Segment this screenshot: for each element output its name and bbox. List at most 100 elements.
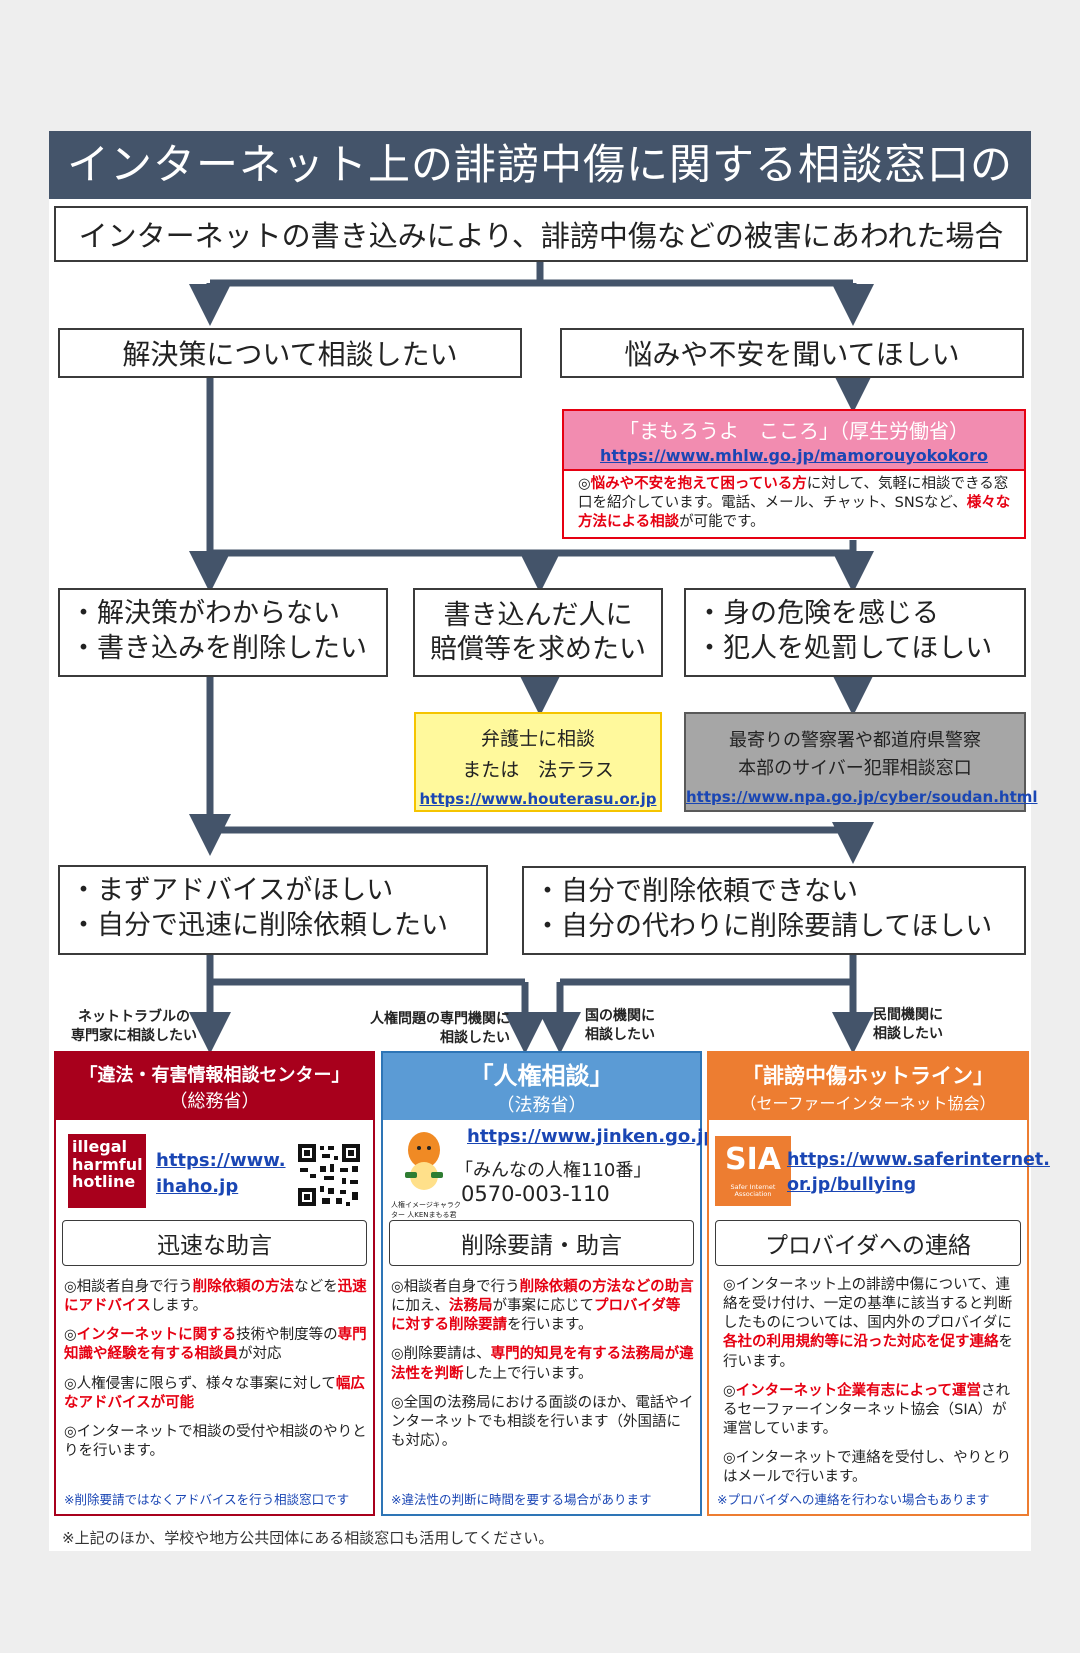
col2-name: 「人権相談」 [469,1062,614,1090]
col1-link[interactable]: https://www. ihaho.jp [156,1148,286,1200]
col2-item-1-highlight-c: プロバイダ等に対する削除要請 [391,1298,681,1334]
ihaho-logo: illegal harmful hotline [68,1134,146,1208]
col3-item-2: ◎インターネット企業有志によって運営されるセーファーインターネット協会（SIA）… [723,1382,1021,1439]
ihaho-logo-line-3: hotline [72,1172,136,1192]
col1-item-2: ◎インターネットに関する技術や制度等の専門知識や経験を有する相談員が対応 [64,1326,367,1364]
col3-link-line-1: https://www.saferinternet. [787,1150,1050,1170]
col3-note: ※プロバイダへの連絡を行わない場合もあります [717,1492,990,1507]
col1-header: 「違法・有害情報相談センター」 （総務省） [56,1053,373,1120]
label-national: 国の機関に 相談したい [585,1007,705,1045]
col3-header: 「誹謗中傷ホットライン」 （セーファーインターネット協会） [709,1053,1027,1120]
label-human-rights-line-2: 相談したい [440,1029,510,1046]
col2-item-1-highlight-b: 法務局 [449,1298,493,1315]
lawyer-card: 弁護士に相談 または 法テラス https://www.houterasu.or… [414,712,662,812]
label-net-trouble: ネットトラブルの 専門家に相談したい [54,1008,214,1046]
mhlw-card: 「まもろうよ こころ」（厚生労働省） https://www.mhlw.go.j… [562,409,1026,539]
col1-item-1: ◎相談者自身で行う削除依頼の方法などを迅速にアドバイスします。 [64,1278,367,1316]
col2-item-1-text-c: が事案に応じて [492,1298,595,1315]
col3-link-line-2: or.jp/bullying [787,1174,917,1195]
label-private: 民間機関に 相談したい [873,1006,993,1044]
col2-item-3: ◎全国の法務局における面談のほか、電話やインターネットでも相談を行います（外国語… [391,1394,694,1451]
label-private-line-2: 相談したい [873,1025,943,1042]
mhlw-desc-mark: ◎ [578,476,591,492]
col1-item-4: ◎インターネットで相談の受付や相談のやりとりを行います。 [64,1423,367,1461]
col1-note: ※削除要請ではなくアドバイスを行う相談窓口です [64,1492,350,1507]
mid-center-line-2: 賠償等を求めたい [430,633,646,665]
mhlw-desc-highlight-2: 様々な方法による相談 [578,495,1011,531]
col1-item-2-highlight-b: 専門知識や経験を有する相談員 [64,1327,367,1363]
intro-box: インターネットの書き込みにより、誹謗中傷などの被害にあわれた場合 [54,206,1028,262]
col1-item-3-text-a: ◎人権侵害に限らず、様々な事案に対して [64,1375,336,1392]
low-right-box: ・自分で削除依頼できない ・自分の代わりに削除要請してほしい [522,866,1026,955]
sia-logo: SIA Safer Internet Association [715,1136,791,1206]
mhlw-link[interactable]: https://www.mhlw.go.jp/mamorouyokokoro [600,446,988,465]
mid-right-line-1: ・身の危険を感じる [696,598,939,629]
col3-name: 「誹謗中傷ホットライン」 [742,1063,994,1088]
col1-item-2-highlight-a: インターネットに関する [76,1327,237,1344]
lawyer-link[interactable]: https://www.houterasu.or.jp [419,790,657,808]
mhlw-desc-text-2: が可能です。 [679,514,765,531]
ihaho-logo-line-1: illegal [72,1137,128,1156]
col2-item-1-highlight-a: 削除依頼の方法などの助言 [519,1279,694,1295]
footer-note: ※上記のほか、学校や地方公共団体にある相談窓口も活用してください。 [62,1529,554,1547]
police-link[interactable]: https://www.npa.go.jp/cyber/soudan.html [686,788,1038,806]
lawyer-line-1: 弁護士に相談 [480,728,595,750]
col2-hotline: 「みんなの人権110番」 [455,1160,652,1181]
col2-org: （法務省） [496,1095,587,1116]
qr-code-icon[interactable] [296,1142,362,1208]
col3-item-1: ◎インターネット上の誹謗中傷について、連絡を受け付け、一定の基準に該当すると判断… [723,1276,1021,1372]
col3-item-1-text-b: を行います。 [723,1334,1013,1370]
col3-item-1-highlight: 各社の利用規約等に沿った対応を促す連絡 [723,1334,999,1351]
col1-item-4-text: ◎インターネットで相談の受付や相談のやりとりを行います。 [64,1423,367,1459]
police-line-1: 最寄りの警察署や都道府県警察 [729,730,981,751]
label-human-rights: 人権問題の専門機関に 相談したい [340,1010,510,1048]
col2-item-2-text-a: ◎削除要請は、 [391,1346,491,1363]
col1-items: ◎相談者自身で行う削除依頼の方法などを迅速にアドバイスします。 ◎インターネット… [56,1266,373,1461]
mid-center-line-1: 書き込んだ人に [443,599,633,631]
col2-item-2-highlight: 専門的知見を有する法務局が違法性を判断 [391,1346,694,1382]
police-line-2: 本部のサイバー犯罪相談窓口 [738,758,972,779]
sia-logo-sub: Safer Internet Association [730,1183,776,1199]
label-national-line-1: 国の機関に [585,1008,655,1024]
mhlw-description: ◎悩みや不安を抱えて困っている方に対して、気軽に相談できる窓口を紹介しています。… [564,471,1024,532]
col1-item-1-highlight-b: 迅速にアドバイス [64,1279,367,1315]
lawyer-line-2: または 法テラス [462,759,614,781]
mid-center-box: 書き込んだ人に 賠償等を求めたい [413,588,663,677]
col1-item-3-highlight: 幅広なアドバイスが可能 [64,1375,365,1411]
col1-card: 「違法・有害情報相談センター」 （総務省） illegal harmful ho… [54,1051,375,1516]
col2-item-1-text-a: ◎相談者自身で行う [391,1279,520,1295]
col1-item-3: ◎人権侵害に限らず、様々な事案に対して幅広なアドバイスが可能 [64,1375,367,1413]
mhlw-desc-highlight-1: 悩みや不安を抱えて困っている方 [590,476,807,492]
col1-item-2-text-b: 技術や制度等の [236,1327,338,1344]
mascot-caption: 人権イメージキャラクター 人KENまもる君 [391,1201,461,1219]
mid-left-line-1: ・解決策がわからない [70,598,340,629]
col3-card: 「誹謗中傷ホットライン」 （セーファーインターネット協会） SIA Safer … [707,1051,1050,1516]
col3-item-3-text: ◎インターネットで連絡を受付し、やりとりはメールで行います。 [723,1450,1012,1486]
col1-org: （総務省） [169,1090,260,1112]
mhlw-header: 「まもろうよ こころ」（厚生労働省） https://www.mhlw.go.j… [564,411,1024,471]
col3-items: ◎インターネット上の誹謗中傷について、連絡を受け付け、一定の基準に該当すると判断… [709,1266,1027,1487]
branch-listen-box: 悩みや不安を聞いてほしい [560,328,1024,378]
col2-header: 「人権相談」 （法務省） [383,1053,700,1120]
col1-item-2-text-c: が対応 [238,1346,282,1363]
col2-item-1: ◎相談者自身で行う削除依頼の方法などの助言に加え、法務局が事案に応じてプロバイダ… [391,1278,694,1335]
col3-item-3: ◎インターネットで連絡を受付し、やりとりはメールで行います。 [723,1449,1021,1487]
sia-logo-text: SIA [725,1142,781,1177]
mid-right-box: ・身の危険を感じる ・犯人を処罰してほしい [684,588,1026,677]
col2-phone[interactable]: 0570-003-110 [461,1182,610,1206]
col2-link[interactable]: https://www.jinken.go.jp [467,1126,717,1147]
col3-item-1-text-a: ◎インターネット上の誹謗中傷について、連絡を受け付け、一定の基準に該当すると判断… [723,1277,1013,1332]
col1-contact: illegal harmful hotline https://www. iha… [56,1120,373,1220]
col3-link[interactable]: https://www.saferinternet. or.jp/bullyin… [787,1148,1050,1197]
police-card: 最寄りの警察署や都道府県警察 本部のサイバー犯罪相談窓口 https://www… [684,712,1038,812]
col2-item-1-text-d: を行います。 [507,1317,593,1334]
col3-item-2-text-b: されるセーファーインターネット協会（SIA）が運営しています。 [723,1382,1010,1437]
mid-right-line-2: ・犯人を処罰してほしい [696,633,993,665]
ihaho-logo-line-2: harmful [72,1154,143,1174]
col3-org: （セーファーインターネット協会） [740,1093,996,1113]
label-private-line-1: 民間機関に [873,1007,943,1023]
col2-item-3-text: ◎全国の法務局における面談のほか、電話やインターネットでも相談を行います（外国語… [391,1394,694,1449]
col1-item-1-text-a: ◎相談者自身で行う [64,1279,193,1295]
col3-contact: SIA Safer Internet Association https://w… [709,1120,1050,1220]
